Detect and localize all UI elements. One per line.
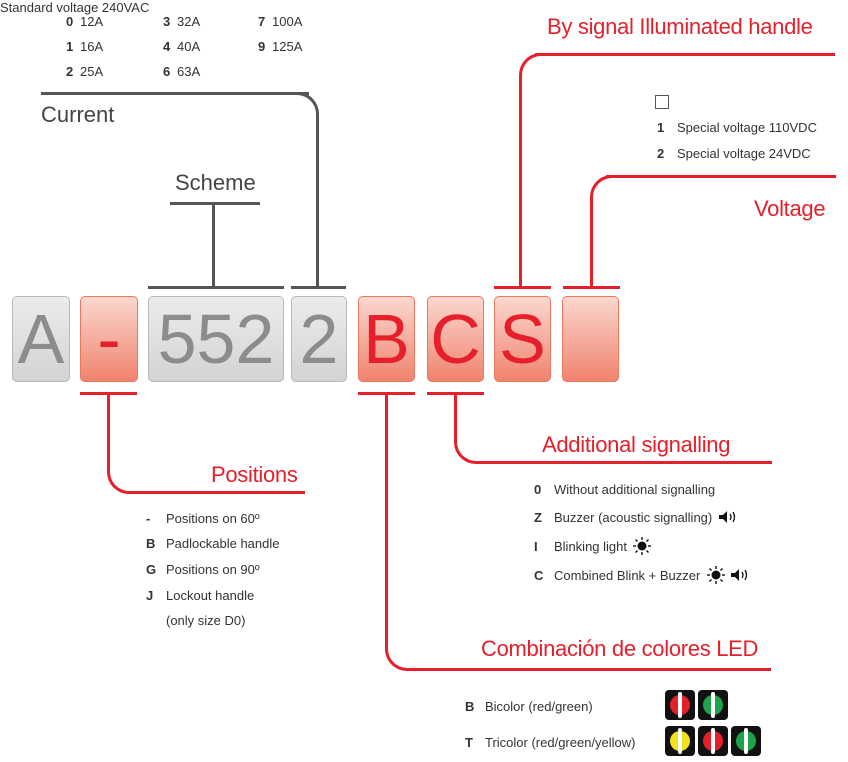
led-yellow-handle-icon (665, 726, 695, 756)
additional-title: Additional signalling (542, 432, 731, 457)
illuminated-connector-v (519, 77, 522, 288)
current-title: Current (41, 102, 115, 127)
current-connector-h (41, 92, 309, 95)
blink-light-icon (632, 537, 651, 555)
positions-connector-v (107, 393, 110, 473)
code-box-scheme: 552 (148, 296, 284, 382)
led-green-handle-icon (698, 690, 728, 720)
illuminated-connector-h (535, 53, 835, 56)
scheme-title: Scheme (175, 170, 256, 195)
positions-title: Positions (211, 462, 298, 487)
code-box-illuminated: S (494, 296, 551, 382)
scheme-connector-v (212, 202, 215, 286)
illuminated-title: By signal Illuminated handle (547, 14, 813, 39)
code-box-positions: - (80, 296, 138, 382)
led-connector-h (408, 668, 771, 671)
code-box-led: B (358, 296, 415, 382)
led-red-handle-icon (665, 690, 695, 720)
current-connector-v (316, 116, 319, 288)
current-bracket (291, 286, 346, 289)
code-box-series: A (12, 296, 70, 382)
speaker-icon (718, 511, 736, 523)
additional-connector-h (477, 461, 772, 464)
standard-voltage-checkbox (655, 95, 669, 109)
additional-connector-v (454, 393, 457, 443)
voltage-connector-h (606, 175, 836, 178)
illuminated-connector-curve (519, 53, 545, 79)
speaker-icon (730, 569, 747, 581)
code-box-current: 2 (291, 296, 347, 382)
blink-light-icon (706, 566, 725, 584)
voltage-connector-v (590, 199, 593, 288)
voltage-connector-curve (590, 175, 616, 201)
led-green-handle-icon (731, 726, 761, 756)
illuminated-bracket (494, 286, 551, 289)
voltage-title: Voltage (754, 196, 826, 221)
voltage-option-0: Standard voltage 240VAC (0, 0, 150, 15)
scheme-connector-h (170, 202, 260, 205)
positions-item-4: (only size D0) (166, 613, 246, 628)
code-box-additional: C (427, 296, 484, 382)
led-connector-v (385, 393, 388, 651)
scheme-bracket (148, 286, 284, 289)
positions-connector-h (130, 491, 305, 494)
positions-item-0: -Positions on 60º (146, 511, 260, 526)
voltage-bracket (563, 286, 620, 289)
code-box-voltage (562, 296, 619, 382)
current-connector-curve (293, 92, 319, 118)
led-title: Combinación de colores LED (481, 636, 759, 661)
led-red-handle-icon (698, 726, 728, 756)
